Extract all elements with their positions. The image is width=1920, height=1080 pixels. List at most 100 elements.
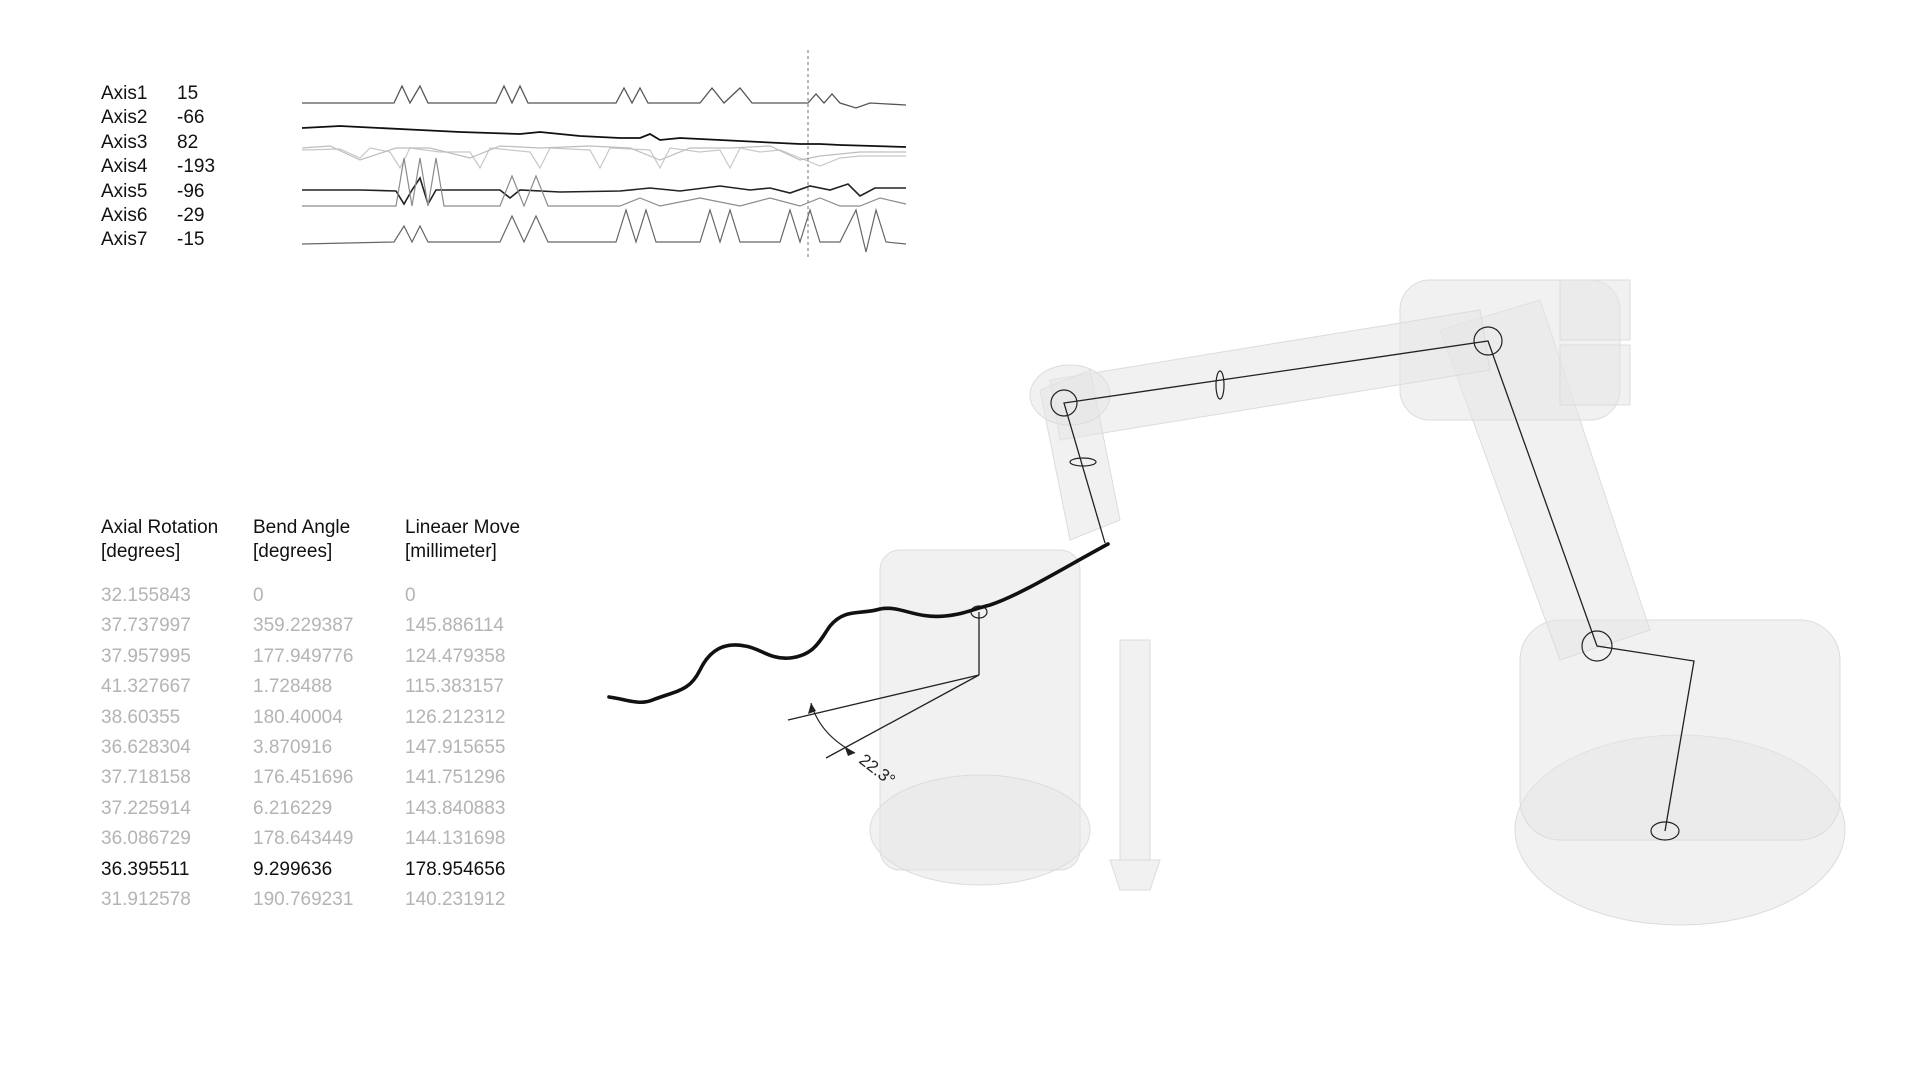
table-row: 36.628304 3.870916 147.915655 — [101, 733, 557, 763]
axis-label: Axis4 — [101, 156, 148, 178]
axis1-trace — [302, 84, 907, 109]
table-cell: 38.60355 — [101, 706, 181, 728]
axis-value: -193 — [177, 156, 216, 178]
axis7-trace — [301, 207, 907, 253]
motion-table: Axial Rotation [degrees] Bend Angle [deg… — [101, 516, 557, 915]
table-cell: 141.751296 — [405, 767, 506, 789]
table-row: 36.086729 178.643449 144.131698 — [101, 824, 557, 854]
column-title: Axial Rotation — [101, 517, 219, 538]
robot-skeleton — [787, 340, 1695, 832]
column-unit: [degrees] — [253, 541, 333, 562]
angle-ray-2 — [825, 674, 980, 759]
table-cell: 36.628304 — [101, 736, 191, 758]
tool-path — [607, 542, 1110, 705]
axis4-trace — [301, 145, 906, 161]
axis-signal-plot — [301, 50, 907, 258]
table-cell: 176.451696 — [253, 767, 354, 789]
table-cell: 32.155843 — [101, 585, 191, 606]
table-body: 32.155843 0 0 37.737997 359.229387 145.886114… — [101, 581, 557, 915]
table-cell: 126.212312 — [405, 706, 506, 728]
axis-label: Axis5 — [101, 180, 148, 202]
axis-row: Axis2 -66 — [101, 106, 257, 130]
table-cell: 190.769231 — [253, 888, 354, 910]
table-cell: 144.131698 — [405, 828, 506, 850]
axis-value: -29 — [177, 204, 205, 226]
table-cell: 178.954656 — [405, 858, 506, 880]
angle-arrowhead — [808, 703, 816, 714]
table-cell: 0 — [405, 585, 416, 606]
table-cell: 41.327667 — [101, 676, 191, 698]
axis-value: -66 — [177, 107, 205, 129]
axis-value: -15 — [177, 229, 205, 251]
axis-row: Axis6 -29 — [101, 204, 257, 228]
axis3-trace — [301, 147, 906, 170]
skeleton-chain — [1063, 340, 1695, 832]
column-unit: [millimeter] — [405, 541, 497, 562]
robot-ghost-body — [869, 279, 1846, 926]
axis-value: -96 — [177, 180, 205, 202]
table-cell: 359.229387 — [253, 615, 354, 637]
column-unit: [degrees] — [101, 541, 181, 562]
axis-label: Axis7 — [101, 229, 148, 251]
table-row: 32.155843 0 0 — [101, 581, 557, 611]
table-cell: 145.886114 — [405, 615, 504, 637]
axis-row: Axis3 82 — [101, 131, 257, 155]
table-cell: 3.870916 — [253, 736, 333, 758]
table-cell: 0 — [253, 585, 264, 606]
axis6-trace — [302, 157, 907, 208]
table-cell: 36.395511 — [101, 858, 190, 880]
axis-label: Axis3 — [101, 131, 148, 153]
joint-circle — [1050, 389, 1078, 417]
axis2-trace — [301, 125, 907, 148]
table-cell: 180.40004 — [253, 706, 343, 728]
robot-diagram: 22.3° — [607, 279, 1846, 926]
table-cell: 37.737997 — [101, 615, 191, 637]
table-cell: 36.086729 — [101, 828, 191, 850]
table-cell: 1.728488 — [253, 676, 333, 698]
table-header: Axial Rotation [degrees] Bend Angle [deg… — [101, 516, 557, 564]
axis-row: Axis4 -193 — [101, 155, 257, 179]
angle-ray-1 — [787, 674, 980, 721]
table-cell: 6.216229 — [253, 797, 333, 819]
axis-row: Axis7 -15 — [101, 228, 257, 252]
table-cell: 115.383157 — [405, 676, 504, 698]
table-cell: 124.479358 — [405, 645, 506, 667]
table-row-active: 36.395511 9.299636 178.954656 — [101, 855, 557, 885]
axis-label: Axis1 — [101, 83, 148, 104]
table-cell: 177.949776 — [253, 645, 354, 667]
axis-label: Axis2 — [101, 107, 148, 129]
axes-list: Axis1 15 Axis2 -66 Axis3 82 Axis4 -193 A… — [101, 82, 257, 253]
table-cell: 37.225914 — [101, 797, 191, 819]
joint-circle — [1473, 326, 1503, 356]
table-cell: 9.299636 — [253, 858, 333, 880]
table-cell: 147.915655 — [405, 736, 506, 758]
joint-circle — [1650, 821, 1680, 841]
joint-circle — [1069, 457, 1097, 467]
axis-value: 82 — [177, 131, 199, 153]
angle-arrowhead — [845, 748, 855, 756]
joint-circle — [1215, 370, 1225, 400]
table-cell: 143.840883 — [405, 797, 506, 819]
column-title: Lineaer Move — [405, 517, 521, 538]
column-header: Bend Angle [degrees] — [253, 516, 405, 564]
column-header: Axial Rotation [degrees] — [101, 516, 253, 564]
axis-row: Axis1 15 — [101, 82, 257, 106]
table-row: 38.60355 180.40004 126.212312 — [101, 703, 557, 733]
table-row: 37.225914 6.216229 143.840883 — [101, 794, 557, 824]
axis-value: 15 — [177, 83, 199, 104]
table-cell: 31.912578 — [101, 888, 191, 910]
table-cell: 37.718158 — [101, 767, 191, 789]
table-row: 37.737997 359.229387 145.886114 — [101, 611, 557, 641]
table-cell: 178.643449 — [253, 828, 354, 850]
column-header: Lineaer Move [millimeter] — [405, 516, 557, 564]
table-cell: 140.231912 — [405, 888, 506, 910]
table-row: 31.912578 190.769231 140.231912 — [101, 885, 557, 915]
column-title: Bend Angle — [253, 517, 351, 538]
axis5-trace — [302, 176, 906, 207]
table-row: 37.718158 176.451696 141.751296 — [101, 763, 557, 793]
axis-label: Axis6 — [101, 204, 148, 226]
joint-circle — [1581, 630, 1613, 662]
table-row: 41.327667 1.728488 115.383157 — [101, 672, 557, 702]
axis-row: Axis5 -96 — [101, 180, 257, 204]
